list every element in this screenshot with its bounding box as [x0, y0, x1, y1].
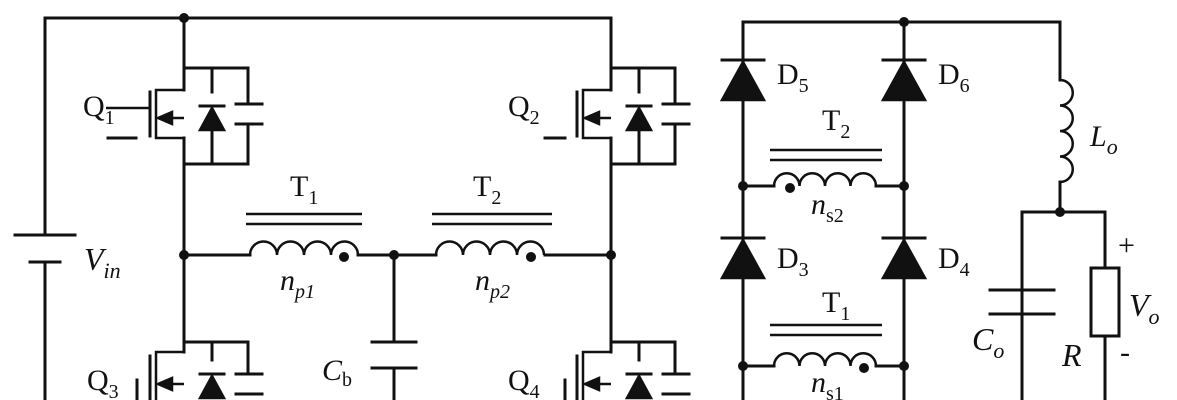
- t1-primary-label: T1: [290, 170, 318, 209]
- d4-diode-symbol: [880, 236, 928, 280]
- primary-wiring: [43, 16, 613, 400]
- cb-label: Cb: [322, 354, 352, 391]
- co-capacitor-symbol: [988, 288, 1056, 316]
- q3-mosfet-symbol: [135, 340, 264, 400]
- cb-capacitor-symbol: [370, 340, 418, 370]
- d3-diode-symbol: [719, 236, 767, 280]
- d5-diode-symbol: [719, 58, 767, 102]
- q3-label: Q3: [87, 364, 119, 400]
- vo-minus-sign: -: [1120, 336, 1130, 369]
- d6-diode-symbol: [880, 58, 928, 102]
- t2-primary-label: T2: [473, 170, 501, 209]
- t2-secondary-label: T2: [822, 104, 850, 143]
- d4-label: D4: [938, 242, 970, 281]
- vo-plus-sign: +: [1118, 229, 1135, 262]
- ns2-label: ns2: [811, 188, 844, 227]
- t1-secondary-label: T1: [822, 286, 850, 325]
- np1-label: np1: [280, 264, 315, 303]
- q2-label: Q2: [508, 90, 540, 129]
- lo-label: Lo: [1089, 120, 1118, 159]
- d6-label: D6: [938, 58, 970, 97]
- component-labels: Q1 Q2 Q3 Q4 T1 T2 np1 np2 Cb Vin D5 D6 D…: [83, 58, 1160, 400]
- t1-secondary-winding: [770, 323, 882, 373]
- ns1-label: ns1: [811, 366, 844, 400]
- q1-label: Q1: [83, 90, 115, 129]
- t2-primary-winding: [432, 212, 552, 262]
- r-resistor-symbol: [1089, 266, 1121, 338]
- lo-inductor-symbol: [1059, 78, 1074, 184]
- t2-secondary-winding: [770, 148, 882, 193]
- vo-label: Vo: [1129, 287, 1160, 329]
- vin-label: Vin: [84, 241, 121, 283]
- r-label: R: [1061, 337, 1082, 373]
- secondary-junction-dots: [738, 17, 1065, 371]
- q4-mosfet-symbol: [563, 340, 691, 400]
- np2-label: np2: [475, 264, 510, 303]
- d5-label: D5: [777, 58, 809, 97]
- t1-primary-winding: [246, 212, 362, 262]
- primary-junction-dots: [179, 13, 616, 260]
- d3-label: D3: [777, 242, 809, 281]
- q2-mosfet-symbol: [543, 66, 691, 166]
- q4-label: Q4: [508, 364, 540, 400]
- q1-mosfet-symbol: [106, 66, 264, 166]
- vin-source-symbol: [13, 233, 77, 264]
- co-label: Co: [972, 321, 1004, 363]
